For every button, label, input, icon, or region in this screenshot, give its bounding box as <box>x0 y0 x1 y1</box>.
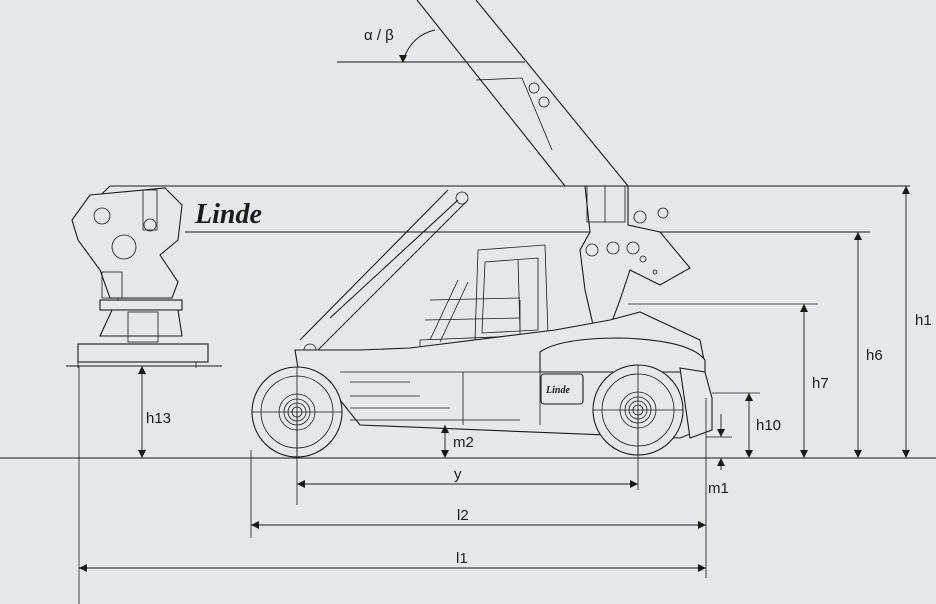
dimension-m2: m2 <box>441 425 474 458</box>
label-l1: l1 <box>456 550 468 567</box>
boom-logo: Linde <box>194 199 262 230</box>
badge-logo-text: Linde <box>545 385 570 396</box>
label-h6: h6 <box>866 347 883 364</box>
label-m1: m1 <box>708 480 729 497</box>
angle-dimension: α / β <box>337 27 525 63</box>
label-y: y <box>454 466 462 483</box>
boom <box>79 0 910 233</box>
label-h7: h7 <box>812 375 829 392</box>
label-h10: h10 <box>756 417 781 434</box>
label-h13: h13 <box>146 410 171 427</box>
boom-pivot <box>579 185 691 358</box>
label-m2: m2 <box>453 434 474 451</box>
dimension-h7: h7 <box>800 304 829 458</box>
dimension-y: y <box>297 466 638 488</box>
dimension-h1: h1 <box>902 186 932 458</box>
dimension-l2: l2 <box>251 507 706 529</box>
angle-label: α / β <box>364 27 394 44</box>
dimension-h10: h10 <box>745 393 781 458</box>
logo-badge <box>540 373 584 405</box>
label-h1: h1 <box>915 312 932 329</box>
dimension-h6: h6 <box>854 232 883 458</box>
dimension-h13: h13 <box>138 366 171 458</box>
dimension-m1: m1 <box>706 414 732 497</box>
lift-cylinder <box>299 189 469 357</box>
spreader <box>66 187 222 368</box>
label-l2: l2 <box>457 507 469 524</box>
dimension-l1: l1 <box>79 550 706 572</box>
